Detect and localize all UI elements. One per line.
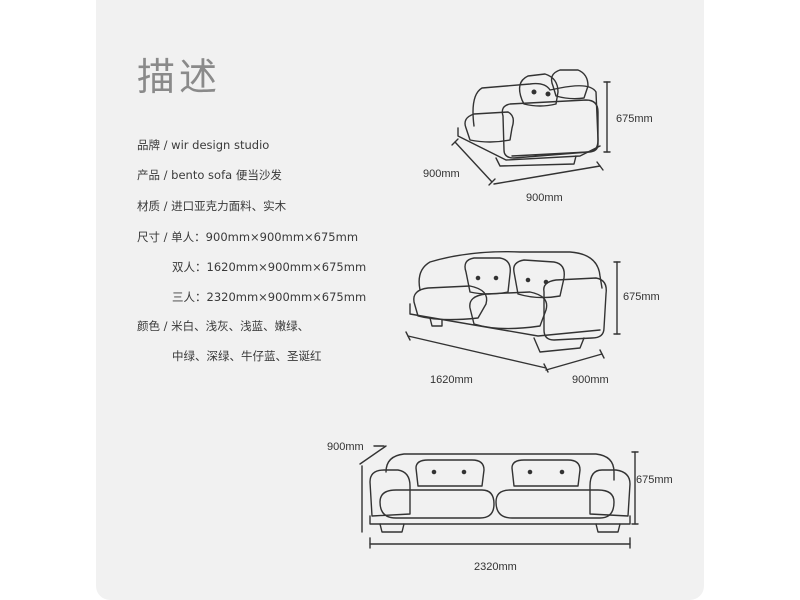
double-sofa-illustration bbox=[405, 251, 621, 373]
double-height-label: 675mm bbox=[623, 291, 660, 303]
single-width-label: 900mm bbox=[526, 192, 563, 204]
single-depth-label: 900mm bbox=[423, 168, 460, 180]
spec-colors-line1: 颜色 / 米白、浅灰、浅蓝、嫩绿、 bbox=[137, 319, 310, 333]
triple-sofa-illustration bbox=[359, 445, 639, 549]
triple-height-label: 675mm bbox=[636, 474, 673, 486]
double-depth-label: 900mm bbox=[572, 374, 609, 386]
spec-product: 产品 / bento sofa 便当沙发 bbox=[137, 168, 282, 182]
spec-brand: 品牌 / wir design studio bbox=[137, 138, 270, 152]
page-title: 描述 bbox=[137, 55, 222, 99]
triple-width-label: 2320mm bbox=[474, 561, 517, 573]
spec-size-triple: 三人：2320mm×900mm×675mm bbox=[172, 290, 367, 304]
triple-depth-label: 900mm bbox=[327, 441, 364, 453]
spec-size-single: 尺寸 / 单人：900mm×900mm×675mm bbox=[137, 230, 359, 244]
double-width-label: 1620mm bbox=[430, 374, 473, 386]
content-panel bbox=[96, 0, 704, 600]
single-sofa-illustration bbox=[451, 69, 611, 186]
spec-size-double: 双人：1620mm×900mm×675mm bbox=[172, 260, 367, 274]
spec-material: 材质 / 进口亚克力面料、实木 bbox=[137, 199, 287, 213]
single-height-label: 675mm bbox=[616, 113, 653, 125]
spec-colors-line2: 中绿、深绿、牛仔蓝、圣诞红 bbox=[172, 349, 322, 363]
